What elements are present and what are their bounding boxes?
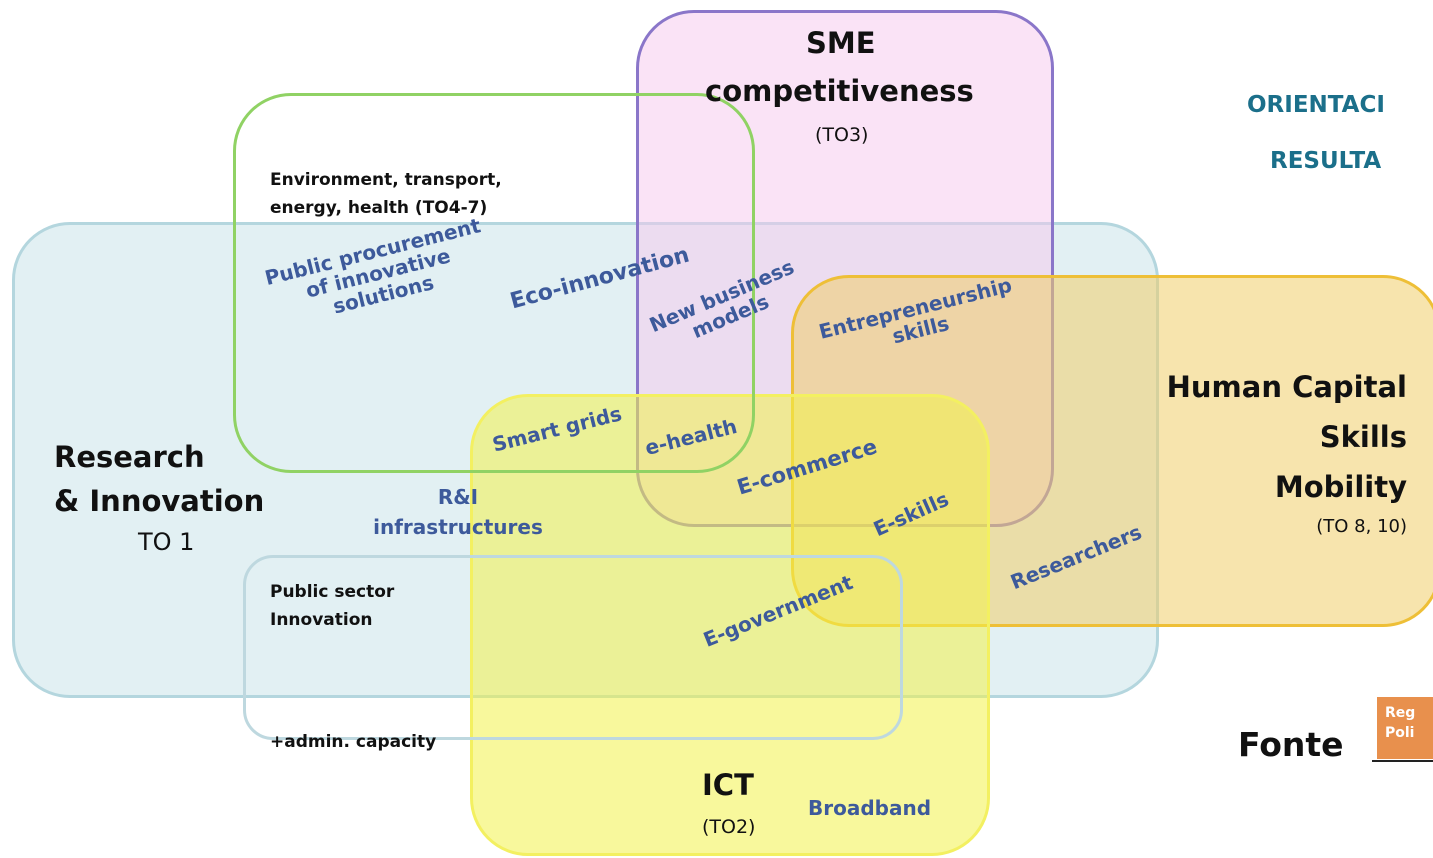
- public-sector-line2: Innovation: [270, 610, 373, 630]
- research-code: TO 1: [138, 528, 195, 556]
- research-title-line1: Research: [54, 440, 205, 474]
- environment-line2: energy, health (TO4-7): [270, 198, 488, 218]
- sme-title-line1: SME: [806, 26, 876, 60]
- orientation-heading-line2: RESULTA: [1270, 148, 1382, 174]
- orientation-heading-line1: ORIENTACI: [1247, 92, 1385, 118]
- environment-line1: Environment, transport,: [270, 170, 502, 190]
- broadband-label: Broadband: [808, 796, 932, 820]
- public-sector-line1: Public sector: [270, 582, 395, 602]
- ict-code: (TO2): [702, 816, 756, 838]
- source-logo[interactable]: Reg Poli: [1377, 697, 1433, 759]
- human-line2: Skills: [1319, 420, 1407, 454]
- fonte-label: Fonte: [1238, 725, 1344, 764]
- source-logo-underline: [1372, 760, 1433, 762]
- sme-title-line2: competitiveness: [705, 74, 974, 108]
- human-code: (TO 8, 10): [1316, 516, 1407, 537]
- ri-infrastructures-label: R&I infrastructures: [348, 486, 568, 538]
- human-line3: Mobility: [1274, 470, 1407, 504]
- public-sector-area: [243, 555, 903, 740]
- human-line1: Human Capital: [1166, 370, 1407, 404]
- source-logo-line1: Reg: [1385, 705, 1416, 721]
- sme-code: (TO3): [815, 124, 869, 146]
- ri-line2: infrastructures: [373, 515, 543, 539]
- environment-area: [233, 93, 755, 473]
- research-title-line2: & Innovation: [54, 484, 265, 518]
- source-logo-line2: Poli: [1385, 725, 1415, 741]
- ri-line1: R&I: [437, 485, 479, 509]
- ict-title: ICT: [702, 768, 754, 802]
- admin-capacity-label: +admin. capacity: [270, 732, 437, 752]
